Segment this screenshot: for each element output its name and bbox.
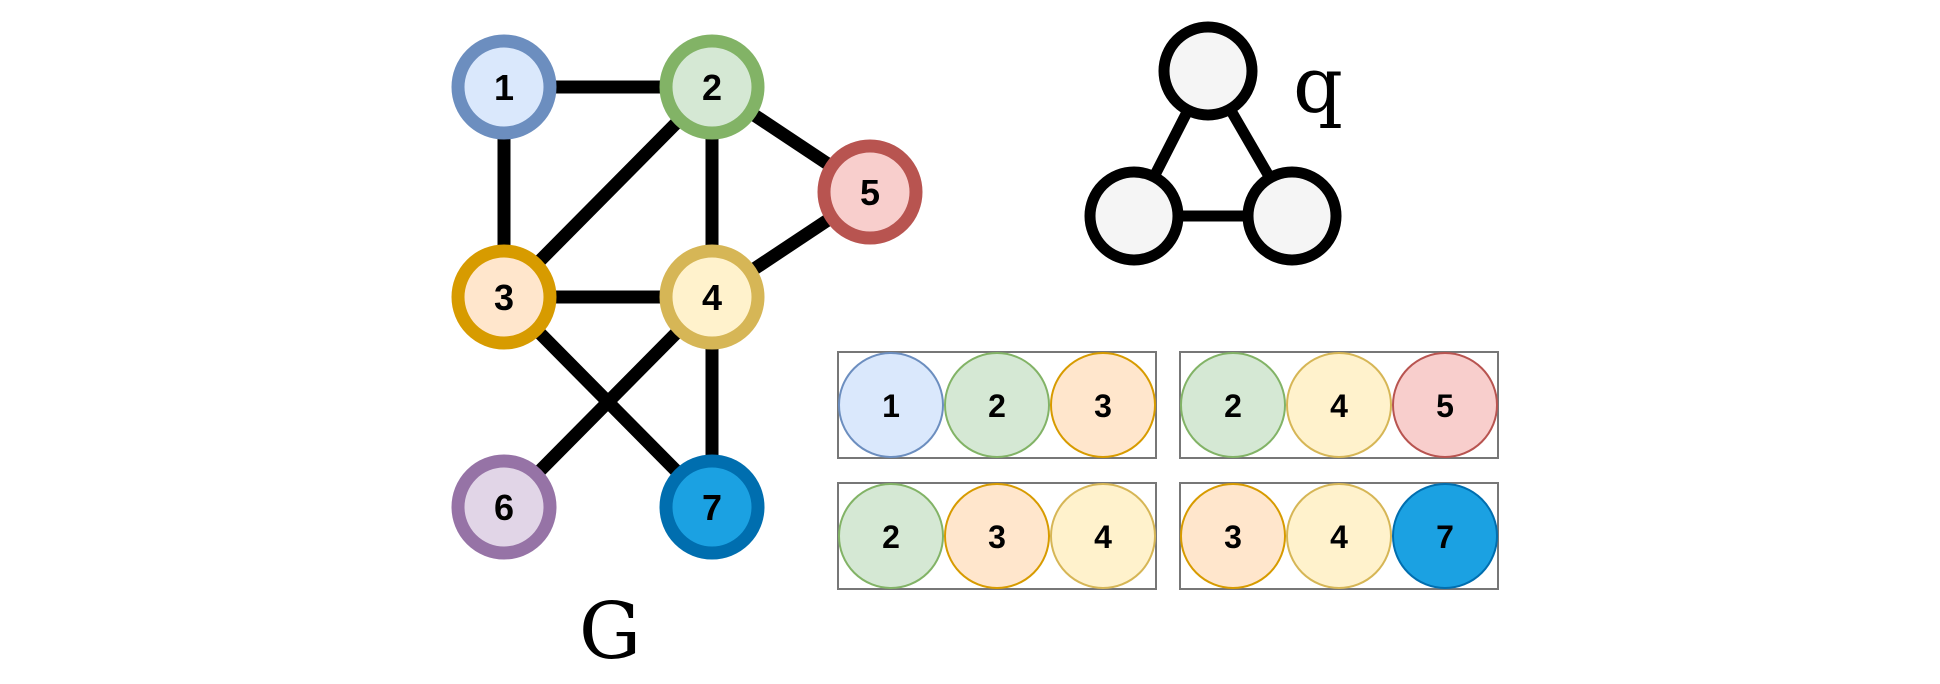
match-1-node-2-label: 2 [988, 388, 1006, 424]
match-4-node-4: 4 [1286, 483, 1392, 589]
match-2-node-5-circle [1392, 352, 1498, 458]
node-1-label: 1 [494, 67, 514, 108]
match-1-node-1-circle [838, 352, 944, 458]
match-3-node-4-circle [1050, 483, 1156, 589]
graph-g-name: G [579, 587, 641, 677]
node-3-circle [451, 244, 557, 350]
node-5-label: 5 [860, 172, 880, 213]
match-4-node-3-circle [1180, 483, 1286, 589]
node-2: 2 [659, 34, 765, 140]
node-4: 4 [659, 244, 765, 350]
match-4-node-3: 3 [1180, 483, 1286, 589]
match-3-node-3-label: 3 [988, 519, 1006, 555]
match-3-node-2: 2 [838, 483, 944, 589]
match-2-node-4-label: 4 [1330, 388, 1348, 424]
match-2-node-4: 4 [1286, 352, 1392, 458]
node-7-label: 7 [702, 487, 722, 528]
match-box-4: 3 4 7 [1179, 482, 1499, 590]
match-3-node-2-label: 2 [882, 519, 900, 555]
match-2-node-2-circle [1180, 352, 1286, 458]
graph-g-nodes: 1 2 3 4 5 6 7 [451, 34, 923, 560]
match-list: 1 2 3 2 4 5 2 3 4 3 4 7 [837, 351, 1499, 590]
match-4-node-7-label: 7 [1436, 519, 1454, 555]
match-box-2: 2 4 5 [1179, 351, 1499, 459]
match-1-node-3-circle [1050, 352, 1156, 458]
node-6-label: 6 [494, 487, 514, 528]
match-3-node-3: 3 [944, 483, 1050, 589]
match-2-node-5: 5 [1392, 352, 1498, 458]
node-6: 6 [451, 454, 557, 560]
node-4-circle [659, 244, 765, 350]
match-1-node-2: 2 [944, 352, 1050, 458]
match-4-node-7-circle [1392, 483, 1498, 589]
q-node-right [1242, 166, 1342, 266]
match-1-node-1: 1 [838, 352, 944, 458]
q-node-top [1158, 21, 1258, 121]
node-1: 1 [451, 34, 557, 140]
node-3-label: 3 [494, 277, 514, 318]
match-4-node-4-label: 4 [1330, 519, 1348, 555]
match-2-node-2: 2 [1180, 352, 1286, 458]
node-2-circle [659, 34, 765, 140]
match-1-node-1-label: 1 [882, 388, 900, 424]
node-7-circle [659, 454, 765, 560]
match-3-node-4: 4 [1050, 483, 1156, 589]
match-2-node-2-label: 2 [1224, 388, 1242, 424]
match-4-node-7: 7 [1392, 483, 1498, 589]
match-1-node-2-circle [944, 352, 1050, 458]
node-5: 5 [817, 139, 923, 245]
match-3-node-4-label: 4 [1094, 519, 1112, 555]
match-2-node-4-circle [1286, 352, 1392, 458]
graph-q-name: q [1293, 41, 1343, 131]
node-7: 7 [659, 454, 765, 560]
match-1-node-3-label: 3 [1094, 388, 1112, 424]
node-6-circle [451, 454, 557, 560]
node-5-circle [817, 139, 923, 245]
node-4-label: 4 [702, 277, 722, 318]
match-box-1: 1 2 3 [837, 351, 1157, 459]
match-3-node-2-circle [838, 483, 944, 589]
match-4-node-3-label: 3 [1224, 519, 1242, 555]
node-3: 3 [451, 244, 557, 350]
match-4-node-4-circle [1286, 483, 1392, 589]
match-1-node-3: 3 [1050, 352, 1156, 458]
q-node-left [1084, 166, 1184, 266]
node-2-label: 2 [702, 67, 722, 108]
match-2-node-5-label: 5 [1436, 388, 1454, 424]
match-3-node-3-circle [944, 483, 1050, 589]
node-1-circle [451, 34, 557, 140]
graph-q-nodes [1084, 21, 1342, 266]
match-box-3: 2 3 4 [837, 482, 1157, 590]
